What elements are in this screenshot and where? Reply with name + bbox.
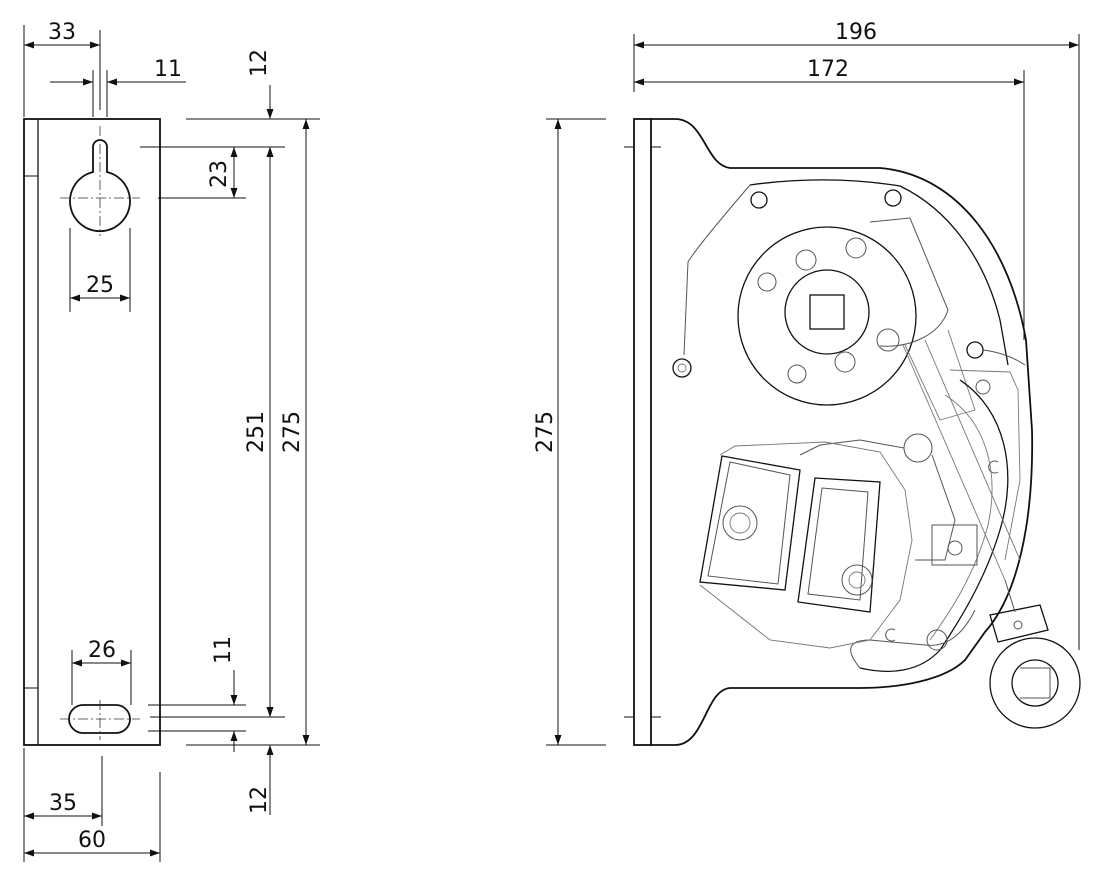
dim-label-12-top: 12 xyxy=(247,49,272,77)
side-view: 196 172 275 xyxy=(533,20,1081,746)
dim-label-25: 25 xyxy=(86,273,114,298)
crank-arm-rod xyxy=(1004,579,1016,613)
right-block-hole xyxy=(841,564,873,596)
frame-arc-inner xyxy=(929,394,993,641)
crank-arm-hole xyxy=(1013,620,1023,630)
side-mounting-plate xyxy=(633,118,652,746)
inner-housing-line xyxy=(749,179,1009,366)
dim-label-275-side: 275 xyxy=(533,411,558,453)
dim-label-35: 35 xyxy=(49,791,77,816)
upper-gear-hole-3 xyxy=(757,272,777,292)
dim-label-23: 23 xyxy=(207,160,232,188)
c-clip-2 xyxy=(885,628,896,642)
crank-ring-outer xyxy=(989,637,1081,729)
dim-label-11-slot: 11 xyxy=(211,636,236,664)
inner-housing-pin-left xyxy=(672,358,692,378)
crank-ring-inner xyxy=(1011,659,1059,707)
upper-gear-bracket xyxy=(869,217,949,347)
inner-housing-left xyxy=(683,184,751,356)
right-block-outer xyxy=(797,477,881,613)
dim-label-60: 60 xyxy=(78,828,106,853)
lower-housing-outline xyxy=(699,441,913,649)
middle-small-block xyxy=(931,524,978,566)
tie-line-2 xyxy=(924,339,1021,561)
left-block-outer xyxy=(699,455,801,591)
keyhole-cutout xyxy=(69,139,131,232)
left-block-inner xyxy=(707,461,791,585)
c-clip-1 xyxy=(988,460,999,474)
front-view: 33 11 12 23 25 251 275 2 xyxy=(23,20,320,862)
top-right-pin xyxy=(884,189,902,207)
frame-arc xyxy=(859,379,1009,673)
spring-arm xyxy=(949,369,1021,561)
right-block-inner xyxy=(807,487,869,601)
upper-gear-hole-2 xyxy=(845,237,867,259)
spring-hook-right xyxy=(982,349,1026,366)
top-left-pin xyxy=(750,191,768,209)
dim-label-251: 251 xyxy=(244,411,269,453)
crank-ring-keyway xyxy=(1020,667,1051,699)
front-plate-outline xyxy=(23,118,161,746)
upper-gear-hole-6 xyxy=(787,364,807,384)
upper-gear-hole-4 xyxy=(876,328,900,352)
dim-label-12-bottom: 12 xyxy=(247,786,272,814)
dim-label-275-front: 275 xyxy=(280,411,305,453)
middle-boss xyxy=(903,433,933,463)
upper-gear-disc xyxy=(737,226,917,406)
left-block-hole-inner xyxy=(729,512,751,534)
dim-label-196: 196 xyxy=(835,20,877,45)
upper-gear-hole-5 xyxy=(834,351,856,373)
dim-label-26: 26 xyxy=(88,638,116,663)
spring-pin xyxy=(975,379,991,395)
lower-frame-hole xyxy=(926,629,948,651)
left-block-hole xyxy=(722,505,758,541)
right-block-hole-inner xyxy=(848,571,866,589)
upper-gear-hub xyxy=(784,269,870,355)
inner-housing-pin-left-inner xyxy=(677,363,687,373)
middle-bracket xyxy=(799,439,956,561)
link-pin-right xyxy=(966,341,984,359)
middle-small-hole xyxy=(947,540,963,556)
tie-line-1 xyxy=(902,344,1006,581)
dim-label-33: 33 xyxy=(48,20,76,45)
dim-label-11-top: 11 xyxy=(154,57,182,82)
upper-gear-square-drive xyxy=(809,294,845,330)
dim-label-172: 172 xyxy=(807,57,849,82)
crank-arm xyxy=(989,604,1049,643)
frame-arc-lower xyxy=(850,609,976,669)
side-body-outline xyxy=(651,118,1034,746)
upper-gear-hole-1 xyxy=(795,249,817,271)
